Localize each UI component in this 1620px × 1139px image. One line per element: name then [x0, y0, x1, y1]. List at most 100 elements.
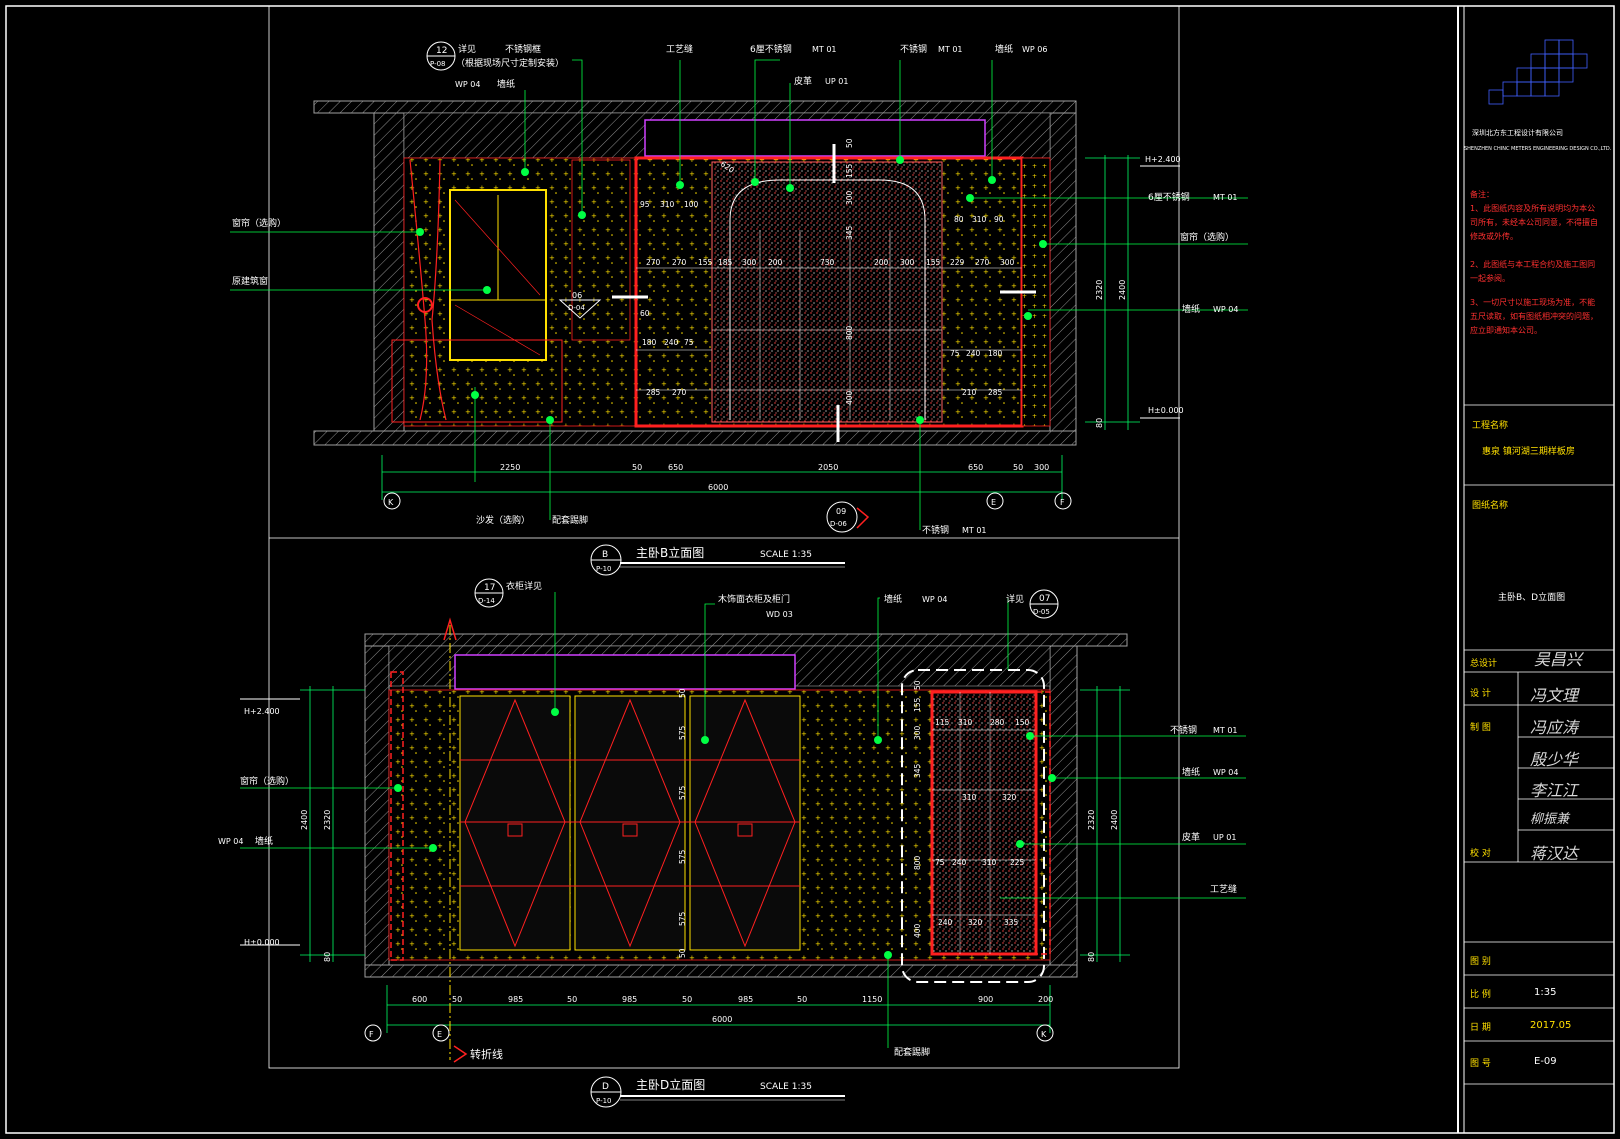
ceiling-slab-d — [364, 633, 1128, 647]
panel-dim: 730 — [820, 258, 835, 267]
panel-dim: 800 — [845, 325, 854, 340]
callout-text: 详见 — [1006, 593, 1024, 605]
detail-outline-07 — [901, 669, 1045, 983]
panel-dim: 270 — [672, 388, 687, 397]
wardrobe-door — [459, 695, 571, 951]
panel-dim: 80 — [954, 215, 964, 224]
drafting-signature: 冯应涛 — [1530, 718, 1579, 737]
callout-left: 窗帘（选购） — [240, 775, 294, 787]
dim-value: 2320 — [1095, 280, 1104, 300]
callout-bottom: 沙发（选购） — [476, 514, 530, 526]
panel-dim: 310 — [958, 718, 973, 727]
notes-title: 备注： — [1470, 190, 1494, 199]
panel-dim: 240 — [664, 338, 679, 347]
wardrobe-d — [459, 695, 801, 951]
drawing-name: 主卧B、D立面图 — [1498, 593, 1566, 603]
dim-value: 900 — [978, 995, 993, 1004]
view-title: 主卧D立面图 — [636, 1077, 705, 1092]
panel-dim: 300 — [742, 258, 757, 267]
callout-left-code: WP 04 — [218, 837, 243, 846]
callout-right-code: UP 01 — [1213, 833, 1236, 842]
dim-lines-left-d — [300, 686, 365, 962]
grid-axis-label: E — [437, 1030, 442, 1039]
callout-text: 墙纸 — [497, 78, 515, 90]
sofa-b — [391, 339, 563, 423]
drawing-label: 图纸名称 — [1472, 501, 1509, 511]
callout-left: 原建筑窗 — [232, 275, 268, 287]
panel-dim: 285 — [988, 388, 1003, 397]
panel-dim: 229 — [950, 258, 965, 267]
callout-text: 6厘不锈钢 — [750, 43, 792, 55]
panel-dim: 310 — [982, 858, 997, 867]
callout-right: 皮革 — [1182, 831, 1200, 843]
elevation-d: 17 D-14 衣柜详见 木饰面衣柜及柜门 WD 03 墙纸 WP 04 详见 … — [218, 578, 1246, 1108]
window-diag — [454, 304, 541, 356]
panel-dim: 300 — [900, 258, 915, 267]
panel-dim: 225 — [1010, 858, 1025, 867]
cabinet-dim: 575 — [678, 725, 687, 740]
elevation-b: 12 P-08 详见 （根据现场尺寸定制安装） 不锈钢框 WP 04 墙纸 工艺… — [230, 41, 1248, 576]
sheet-no-label: 图 号 — [1470, 1059, 1491, 1069]
panel-grid-b — [712, 230, 942, 420]
note-item: 1、此图纸内容及所有说明均为本公司所有，未经本公司同意，不得擅自修改或外传。 — [1470, 204, 1598, 241]
check-label: 校 对 — [1470, 849, 1491, 859]
panel-dim: 155 — [913, 697, 922, 712]
panel-dim: 50 — [845, 138, 854, 148]
callout-text: 工艺缝 — [666, 43, 693, 55]
grid-axis-label: E — [991, 498, 996, 507]
floor-slab-b — [313, 430, 1077, 446]
leader-dots-b — [416, 156, 1047, 424]
wardrobe-diamond-pattern — [460, 698, 800, 948]
callout-text: 衣柜详见 — [506, 580, 542, 592]
dim-value: 200 — [1038, 995, 1053, 1004]
dim-value: 50 — [452, 995, 462, 1004]
panel-dim: 50 — [913, 680, 922, 690]
callout-bottom: 配套踢脚 — [552, 514, 588, 526]
callout-code: WD 03 — [766, 610, 793, 619]
dim-value: 2400 — [1110, 810, 1119, 830]
category-label: 图 别 — [1470, 957, 1491, 967]
view-ref-sheet: P-10 — [596, 1097, 612, 1105]
callout-detail-tag-num: 17 — [484, 583, 495, 593]
designer-signature: 吴昌兴 — [1534, 650, 1583, 669]
design-label: 设 计 — [1470, 689, 1491, 699]
panel-dim: 185 — [718, 258, 733, 267]
break-arrow — [443, 617, 457, 641]
dim-value: 985 — [508, 995, 523, 1004]
cabinet-dim: 575 — [678, 849, 687, 864]
company-name-en: SHENZHEN CHINC METERS ENGINEERING DESIGN… — [1464, 146, 1612, 152]
panel-dim: 200 — [874, 258, 889, 267]
panel-dim: 180 — [988, 349, 1003, 358]
date-value: 2017.05 — [1530, 1020, 1572, 1031]
curtain-box-d — [454, 654, 796, 690]
section-tag-num: 09 — [836, 507, 846, 516]
cabinet-dim: 575 — [678, 911, 687, 926]
dim-text-bottom-b: 2250 50 650 2050 650 50 300 6000 — [500, 463, 1049, 492]
panel-dim: 200 — [768, 258, 783, 267]
dim-total: 6000 — [708, 483, 728, 492]
level-label: H±0.000 — [244, 938, 280, 947]
callout-code: MT 01 — [938, 45, 963, 54]
side-panel-lines-b — [636, 267, 1022, 391]
panel-dim: 240 — [938, 918, 953, 927]
dim-text-left-d: 2400 2320 80 2320 2400 80 — [300, 810, 1119, 962]
callout-text: 详见 — [458, 43, 476, 55]
dim-lines-right-b — [1085, 155, 1140, 430]
date-label: 日 期 — [1470, 1023, 1491, 1033]
panel-dim: 320 — [1002, 793, 1017, 802]
callout-text: 不锈钢框 — [505, 43, 541, 55]
scale-value: 1:35 — [1534, 987, 1557, 998]
niche-b — [571, 159, 631, 341]
callout-text: 不锈钢 — [900, 43, 927, 55]
note-item: 3、一切尺寸以施工现场为准，不能五尺读取，如有图纸相冲突的问题，应立即通知本公司… — [1470, 298, 1598, 335]
scale-label: 比 例 — [1470, 990, 1491, 1000]
panel-dim: 310 — [660, 200, 675, 209]
curtain-box-b — [644, 119, 986, 157]
left-wall-b — [373, 112, 405, 432]
callout-code: WP 04 — [922, 595, 947, 604]
dim-value: 2320 — [1087, 810, 1096, 830]
view-title: 主卧B立面图 — [636, 545, 704, 560]
panel-dim: 335 — [1004, 918, 1019, 927]
grid-axis-label: F — [369, 1030, 374, 1039]
